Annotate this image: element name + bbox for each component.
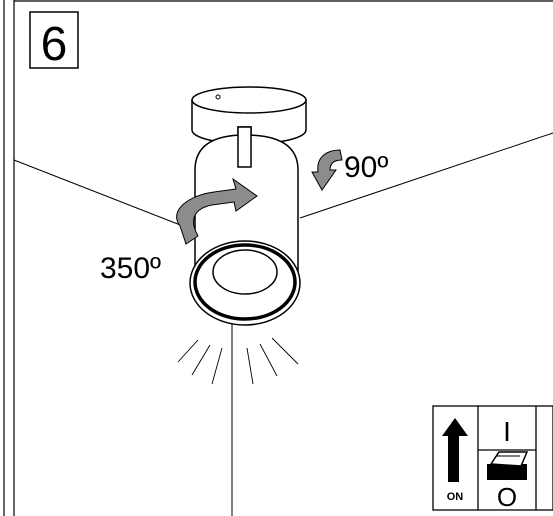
ceiling-corner-lines [13,132,553,516]
vertical-tilt-label: 90º [344,151,388,184]
lens [212,249,278,295]
horizontal-rotation-arrow [176,177,258,245]
switch-on-arrow-icon [442,418,468,482]
switch-on-label: ON [447,491,464,503]
horizontal-rotation-label: 350º [100,252,161,285]
switch-on-symbol: I [503,416,511,447]
page-frame [3,0,553,516]
vertical-tilt-arrow [311,149,343,191]
switch-off-symbol: O [497,482,517,512]
power-switch-panel: ON I O [432,405,553,512]
light-rays [177,337,299,385]
step-number-box: 6 [29,11,79,71]
step-number: 6 [41,18,68,71]
spotlight-fixture [189,86,307,326]
rocker-switch-icon [487,451,529,480]
